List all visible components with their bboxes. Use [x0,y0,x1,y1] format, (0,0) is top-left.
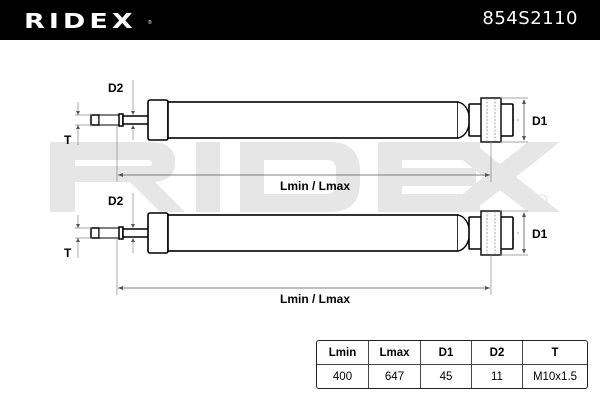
shock-absorber-diagram-bottom: D1 D2 T Lmin / Lmax [64,193,548,306]
spec-table: Lmin Lmax D1 D2 T 400 647 45 11 M10x1.5 [316,340,588,389]
technical-drawing: R D1 D2 [50,80,560,306]
header-bar: RIDEX ® 854S2110 [0,0,600,40]
watermark-registered-mark: R [536,194,548,206]
d1-label: D1 [532,227,548,241]
length-label: Lmin / Lmax [280,292,350,306]
part-number: 854S2110 [482,8,578,29]
t-label: T [64,133,72,147]
damper-body [167,101,459,139]
spec-table-header-row: Lmin Lmax D1 D2 T [317,341,587,365]
piston-rod [122,228,150,238]
thread-end [90,227,100,239]
header-d2: D2 [472,341,523,365]
header-lmax: Lmax [369,341,421,365]
table-row: 400 647 45 11 M10x1.5 [317,365,587,388]
svg-text:R: R [540,198,544,205]
mount-bushing [480,97,502,143]
value-d2: 11 [472,365,523,388]
piston-rod [122,115,150,125]
header-d1: D1 [421,341,472,365]
thread-end [90,114,100,126]
value-lmax: 647 [369,365,421,388]
body-cap [147,99,169,141]
t-label: T [64,246,72,260]
shock-absorber-diagram-top: D1 D2 T Lmin / Lmax [64,80,548,193]
header-lmin: Lmin [317,341,369,365]
mount-bushing [480,210,502,256]
value-lmin: 400 [317,365,369,388]
thread-body [98,114,120,126]
value-d1: 45 [421,365,472,388]
watermark-letter-r [50,142,185,212]
brand-logo: RIDEX [24,9,137,33]
watermark-letter-i [196,142,220,212]
registered-mark: ® [148,20,152,26]
watermark-letter-d [240,142,360,212]
damper-body [167,214,459,252]
watermark-letter-e [378,142,480,212]
length-label: Lmin / Lmax [280,179,350,193]
body-cap [147,212,169,254]
value-t: M10x1.5 [532,370,578,383]
thread-body [98,227,120,239]
watermark-letter-x [440,142,560,212]
watermark-logo: R [50,142,560,212]
d2-label: D2 [108,81,124,95]
d1-label: D1 [532,114,548,128]
d2-label: D2 [108,194,124,208]
header-t: T [523,341,587,365]
